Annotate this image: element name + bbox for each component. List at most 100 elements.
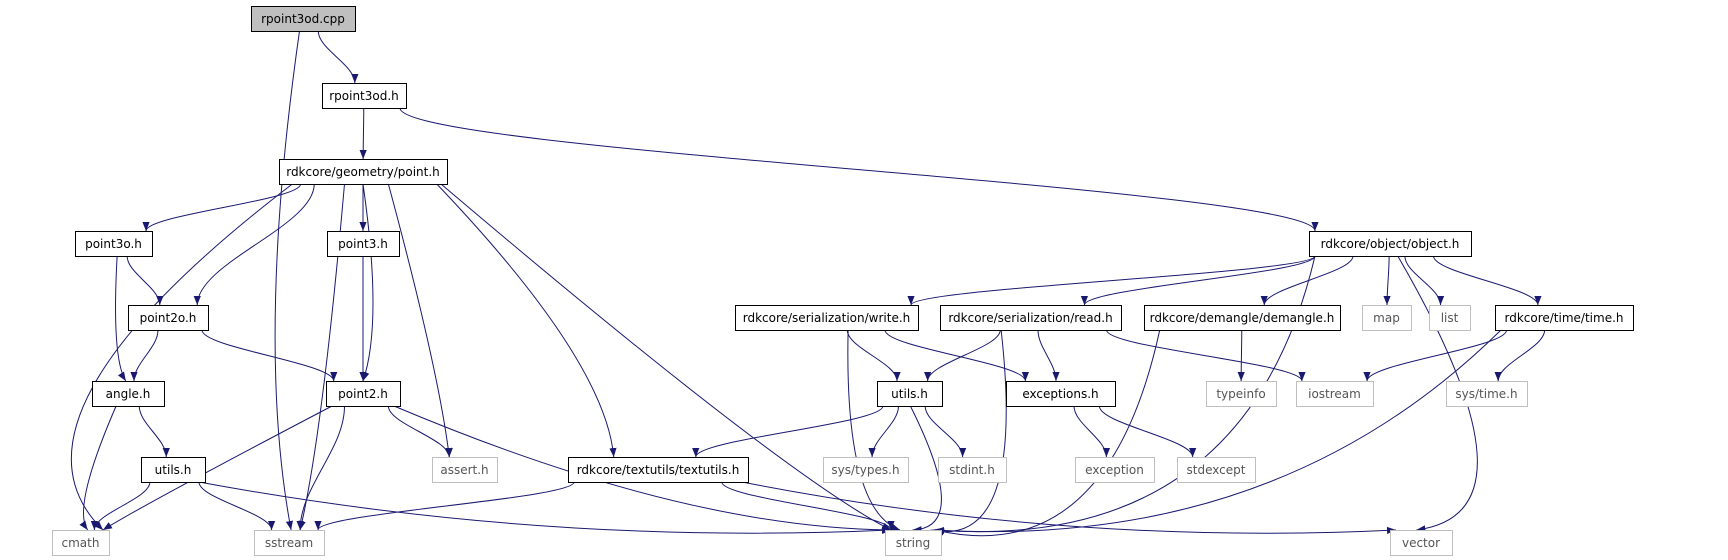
node-exception: exception bbox=[1075, 457, 1155, 483]
node-stdexcept: stdexcept bbox=[1177, 457, 1256, 483]
node-box bbox=[735, 305, 919, 331]
edge-demangle_h-to-string bbox=[934, 329, 1161, 537]
node-read-h[interactable]: rdkcore/serialization/read.h bbox=[940, 305, 1122, 331]
edge-point2_h-to-sstream bbox=[296, 405, 345, 531]
node-box bbox=[75, 231, 153, 257]
edge-point2_h-to-string bbox=[393, 405, 892, 534]
node-box bbox=[52, 530, 110, 556]
node-label: rdkcore/serialization/read.h bbox=[948, 311, 1112, 325]
edge-object_h-to-time_h bbox=[1433, 255, 1542, 306]
node-write-h[interactable]: rdkcore/serialization/write.h bbox=[735, 305, 919, 331]
node-box bbox=[1495, 305, 1634, 331]
edge-point_h-to-textutils_h bbox=[436, 183, 617, 458]
node-point2o-h[interactable]: point2o.h bbox=[128, 305, 209, 331]
node-box bbox=[326, 381, 401, 407]
edge-read_h-to-exceptions_h bbox=[1037, 329, 1060, 382]
node-box bbox=[823, 457, 909, 483]
node-map: map bbox=[1362, 305, 1412, 331]
node-point-h[interactable]: rdkcore/geometry/point.h bbox=[279, 159, 448, 185]
node-label: rpoint3od.cpp bbox=[261, 12, 345, 26]
node-box bbox=[1144, 305, 1341, 331]
edge-time_h-to-iostream bbox=[1363, 329, 1508, 382]
edge-utils_h_m-to-textutils_h bbox=[692, 405, 884, 458]
edge-read_h-to-string bbox=[930, 329, 1007, 536]
node-box bbox=[1206, 381, 1277, 407]
node-textutils-h[interactable]: rdkcore/textutils/textutils.h bbox=[568, 457, 749, 483]
node-box bbox=[938, 457, 1007, 483]
edge-angle_h-to-utils_h_l bbox=[138, 405, 170, 458]
node-label: point3.h bbox=[338, 237, 388, 251]
edge-point_h-to-string bbox=[440, 183, 892, 531]
node-box bbox=[322, 83, 407, 109]
edge-write_h-to-exceptions_h bbox=[884, 329, 1029, 382]
edge-object_h-to-map bbox=[1383, 255, 1391, 306]
node-sys-types-h: sys/types.h bbox=[823, 457, 909, 483]
node-box bbox=[1075, 457, 1155, 483]
edge-point2o_h-to-angle_h bbox=[130, 329, 159, 382]
edge-rpoint3od_cpp-to-rpoint3od_h bbox=[317, 30, 359, 84]
edge-exceptions_h-to-stdexcept bbox=[1098, 405, 1197, 458]
node-box bbox=[432, 457, 498, 483]
edge-point3o_h-to-point2o_h bbox=[126, 255, 164, 306]
edge-point2_h-to-assert_h bbox=[387, 405, 453, 458]
node-box bbox=[327, 231, 400, 257]
node-box bbox=[940, 305, 1122, 331]
node-utils-h-l[interactable]: utils.h bbox=[141, 457, 206, 483]
node-box bbox=[1006, 381, 1116, 407]
node-label: exception bbox=[1085, 463, 1144, 477]
node-box bbox=[141, 457, 206, 483]
node-label: rdkcore/serialization/write.h bbox=[743, 311, 911, 325]
edge-read_h-to-utils_h_m bbox=[924, 329, 1001, 382]
node-rpoint3od-cpp[interactable]: rpoint3od.cpp bbox=[251, 6, 356, 32]
node-vector: vector bbox=[1390, 530, 1453, 556]
node-label: typeinfo bbox=[1216, 387, 1265, 401]
edge-rpoint3od_h-to-object_h bbox=[399, 107, 1319, 232]
node-cmath: cmath bbox=[52, 530, 110, 556]
edge-utils_h_l-to-cmath bbox=[90, 481, 151, 531]
node-point3o-h[interactable]: point3o.h bbox=[75, 231, 153, 257]
node-time-h[interactable]: rdkcore/time/time.h bbox=[1495, 305, 1634, 331]
node-box bbox=[128, 305, 209, 331]
edge-utils_h_l-to-string bbox=[198, 481, 892, 535]
node-box bbox=[251, 6, 356, 32]
edge-write_h-to-utils_h_m bbox=[846, 329, 901, 382]
edge-point_h-to-point2o_h bbox=[193, 183, 315, 306]
node-box bbox=[1362, 305, 1412, 331]
edge-demangle_h-to-typeinfo bbox=[1237, 329, 1245, 382]
node-angle-h[interactable]: angle.h bbox=[92, 381, 165, 407]
edge-point_h-to-point2_h bbox=[362, 183, 374, 382]
edge-textutils_h-to-vector bbox=[741, 481, 1397, 535]
node-utils-h-m[interactable]: utils.h bbox=[877, 381, 943, 407]
node-sys-time-h: sys/time.h bbox=[1446, 381, 1528, 407]
node-label: rdkcore/geometry/point.h bbox=[286, 165, 440, 179]
edge-utils_h_m-to-stdint_h bbox=[924, 405, 967, 458]
node-list: list bbox=[1429, 305, 1471, 331]
node-box bbox=[1390, 530, 1453, 556]
node-label: rdkcore/textutils/textutils.h bbox=[577, 463, 740, 477]
node-label: map bbox=[1373, 311, 1400, 325]
node-exceptions-h[interactable]: exceptions.h bbox=[1006, 381, 1116, 407]
node-point3-h[interactable]: point3.h bbox=[327, 231, 400, 257]
node-box bbox=[254, 530, 325, 556]
node-box bbox=[885, 530, 942, 556]
edge-textutils_h-to-string bbox=[721, 481, 895, 531]
node-demangle-h[interactable]: rdkcore/demangle/demangle.h bbox=[1144, 305, 1341, 331]
edge-object_h-to-read_h bbox=[1080, 255, 1316, 306]
node-point2-h[interactable]: point2.h bbox=[326, 381, 401, 407]
edges-layer bbox=[70, 30, 1546, 537]
edge-read_h-to-iostream bbox=[1106, 329, 1306, 382]
node-object-h[interactable]: rdkcore/object/object.h bbox=[1309, 231, 1472, 257]
node-rpoint3od-h[interactable]: rpoint3od.h bbox=[322, 83, 407, 109]
node-string: string bbox=[885, 530, 942, 556]
edge-object_h-to-write_h bbox=[907, 255, 1316, 306]
node-label: vector bbox=[1402, 536, 1440, 550]
node-box bbox=[92, 381, 165, 407]
node-box bbox=[1177, 457, 1256, 483]
node-label: sstream bbox=[265, 536, 313, 550]
edge-point3o_h-to-angle_h bbox=[115, 255, 127, 382]
edge-point2_h-to-cmath bbox=[102, 405, 333, 531]
node-label: rdkcore/demangle/demangle.h bbox=[1150, 311, 1335, 325]
edge-object_h-to-list bbox=[1404, 255, 1445, 306]
node-label: exceptions.h bbox=[1022, 387, 1098, 401]
